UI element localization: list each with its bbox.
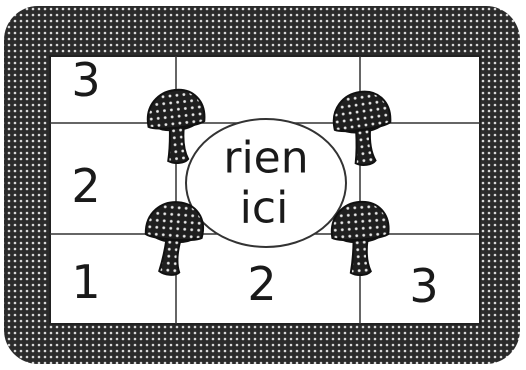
cell-bottom-left-number: 1 <box>71 255 100 309</box>
cell-bottom-middle-number: 2 <box>247 257 276 311</box>
cell-top-left-number: 3 <box>71 53 100 107</box>
center-text-line2: ici <box>240 183 289 234</box>
cell-bottom-right-number: 3 <box>409 259 438 313</box>
center-text-line1: rien <box>223 133 308 184</box>
cell-middle-left-number: 2 <box>71 159 100 213</box>
